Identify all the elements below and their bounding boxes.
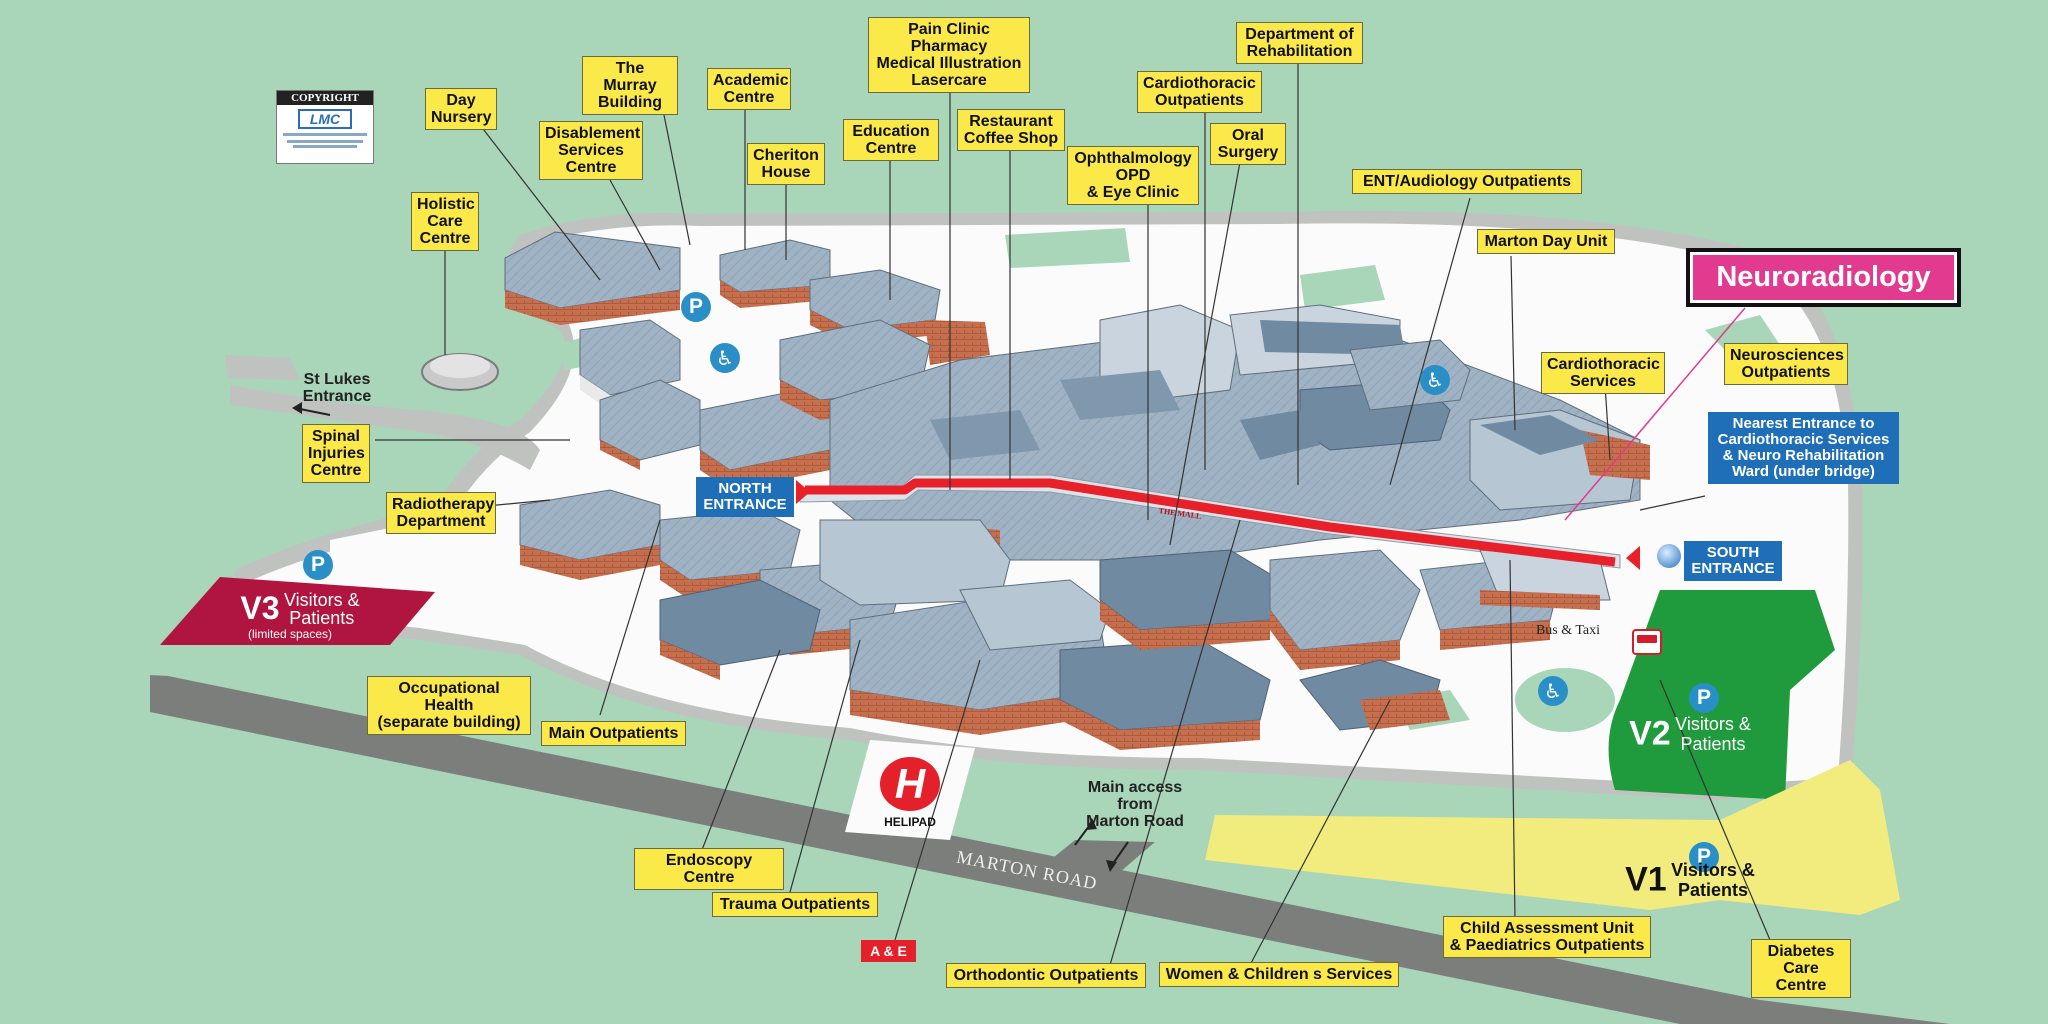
main-access-text: Main access from Marton Road bbox=[1086, 779, 1184, 830]
label-oral-surgery[interactable]: Oral Surgery bbox=[1210, 123, 1286, 165]
label-women-children-services[interactable]: Women & Children s Services bbox=[1159, 962, 1399, 987]
south-entrance-arrow-icon bbox=[1626, 546, 1640, 570]
parking-icon: P bbox=[1689, 842, 1719, 872]
v3-car-park bbox=[160, 577, 435, 645]
v2-parking-text: V2 Visitors & Patients bbox=[1600, 714, 1780, 754]
copyright-badge: COPYRIGHT LMC bbox=[276, 90, 374, 164]
v3-note: (limited spaces) bbox=[247, 627, 333, 641]
the-mall-route bbox=[805, 478, 1616, 567]
label-child-assessment-unit[interactable]: Child Assessment Unit & Paediatrics Outp… bbox=[1443, 916, 1651, 958]
north-entrance-label[interactable]: NORTH ENTRANCE bbox=[696, 477, 794, 517]
label-cardiothoracic-services[interactable]: Cardiothoracic Services bbox=[1541, 352, 1665, 394]
bus-icon bbox=[1632, 629, 1662, 655]
label-academic-centre[interactable]: Academic Centre bbox=[707, 68, 791, 110]
v3-line1: Visitors & bbox=[283, 589, 360, 610]
south-entrance-label[interactable]: SOUTH ENTRANCE bbox=[1684, 541, 1782, 581]
label-holistic-care-centre[interactable]: Holistic Care Centre bbox=[411, 192, 479, 251]
label-ophthalmology-opd-eye-clinic[interactable]: Ophthalmology OPD & Eye Clinic bbox=[1067, 146, 1199, 205]
st-lukes-entrance-text: St Lukes Entrance bbox=[302, 371, 372, 405]
label-cheriton-house[interactable]: Cheriton House bbox=[747, 143, 825, 185]
v2-car-park bbox=[1608, 590, 1835, 800]
north-entrance-arrow-icon bbox=[796, 480, 810, 504]
label-neuroradiology[interactable]: Neuroradiology bbox=[1686, 248, 1961, 307]
label-main-outpatients[interactable]: Main Outpatients bbox=[541, 721, 686, 746]
label-murray-building[interactable]: The Murray Building bbox=[582, 56, 678, 115]
wheelchair-icon: ♿ bbox=[1538, 676, 1568, 706]
v1-car-park bbox=[1205, 760, 1900, 915]
label-spinal-injuries-centre[interactable]: Spinal Injuries Centre bbox=[302, 424, 370, 483]
v2-line2: Patients bbox=[1680, 734, 1746, 754]
label-day-nursery[interactable]: Day Nursery bbox=[425, 88, 497, 130]
label-education-centre[interactable]: Education Centre bbox=[843, 119, 939, 161]
label-trauma-outpatients[interactable]: Trauma Outpatients bbox=[712, 892, 878, 917]
wheelchair-icon: ♿ bbox=[710, 343, 740, 373]
label-radiotherapy-department[interactable]: Radiotherapy Department bbox=[386, 492, 496, 534]
v3-line2: Patients bbox=[289, 607, 355, 628]
label-pain-clinic[interactable]: Pain Clinic Pharmacy Medical Illustratio… bbox=[868, 17, 1030, 93]
nearest-entrance-note[interactable]: Nearest Entrance to Cardiothoracic Servi… bbox=[1708, 412, 1899, 484]
label-occupational-health[interactable]: Occupational Health (separate building) bbox=[367, 676, 531, 735]
label-disablement-services-centre[interactable]: Disablement Services Centre bbox=[539, 121, 643, 180]
v3-parking-text: V3 Visitors & Patients (limited spaces) bbox=[210, 590, 390, 641]
label-neurosciences-outpatients[interactable]: Neurosciences Outpatients bbox=[1724, 343, 1848, 385]
v2-code: V2 bbox=[1629, 714, 1671, 753]
v1-code: V1 bbox=[1625, 860, 1667, 899]
label-cardiothoracic-outpatients[interactable]: Cardiothoracic Outpatients bbox=[1137, 71, 1262, 113]
copyright-title: COPYRIGHT bbox=[277, 91, 373, 105]
helipad-icon: H bbox=[880, 757, 940, 811]
v1-line1: Visitors & bbox=[1671, 860, 1755, 880]
parking-icon: P bbox=[303, 550, 333, 580]
label-orthodontic-outpatients[interactable]: Orthodontic Outpatients bbox=[946, 963, 1146, 988]
parking-icon: P bbox=[1689, 683, 1719, 713]
information-icon bbox=[1657, 544, 1681, 568]
parking-icon: P bbox=[681, 292, 711, 322]
v2-line1: Visitors & bbox=[1675, 714, 1751, 734]
helipad-text: HELIPAD bbox=[884, 815, 936, 829]
label-restaurant-coffee-shop[interactable]: Restaurant Coffee Shop bbox=[957, 109, 1065, 151]
ae-label[interactable]: A & E bbox=[861, 940, 916, 962]
v1-parking-text: V1 Visitors & Patients bbox=[1600, 860, 1780, 900]
label-ent-audiology-outpatients[interactable]: ENT/Audiology Outpatients bbox=[1352, 169, 1582, 194]
bus-taxi-text: Bus & Taxi bbox=[1535, 623, 1601, 638]
label-marton-day-unit[interactable]: Marton Day Unit bbox=[1477, 229, 1615, 254]
label-endoscopy-centre[interactable]: Endoscopy Centre bbox=[634, 848, 784, 890]
v3-code: V3 bbox=[240, 590, 280, 626]
v1-line2: Patients bbox=[1678, 880, 1749, 900]
leader-lines bbox=[375, 62, 1771, 966]
lmc-logo: LMC bbox=[298, 109, 352, 129]
label-department-of-rehabilitation[interactable]: Department of Rehabilitation bbox=[1236, 22, 1363, 64]
label-diabetes-care-centre[interactable]: Diabetes Care Centre bbox=[1751, 939, 1851, 998]
wheelchair-icon: ♿ bbox=[1420, 365, 1450, 395]
